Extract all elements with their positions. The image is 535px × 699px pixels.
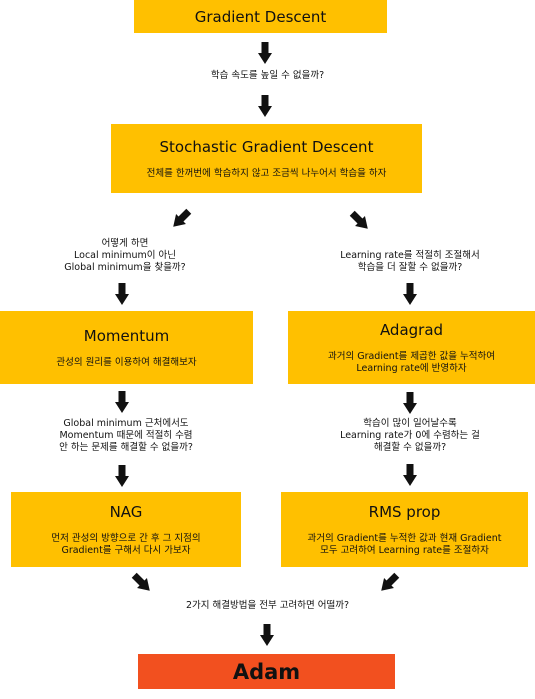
nag-box: NAG 먼저 관성의 방향으로 간 후 그 지점의 Gradient를 구해서 … xyxy=(11,492,241,567)
gradient-descent-title: Gradient Descent xyxy=(194,7,327,26)
arrow-down-icon xyxy=(403,464,417,486)
arrow-down-icon xyxy=(258,42,272,64)
momentum-box: Momentum 관성의 원리를 이용하여 해결해보자 xyxy=(0,311,253,384)
adam-title: Adam xyxy=(232,659,301,684)
question-combine: 2가지 해결방법을 전부 고려하면 어떨까? xyxy=(185,600,349,611)
nag-title: NAG xyxy=(109,502,143,521)
momentum-desc: 관성의 원리를 이용하여 해결해보자 xyxy=(56,356,197,368)
gradient-descent-box: Gradient Descent xyxy=(134,0,387,33)
sgd-box: Stochastic Gradient Descent 전체를 한꺼번에 학습하… xyxy=(111,124,422,193)
question-learning-rate-decay: 학습이 많이 일어날수록 Learning rate가 0에 수렴하는 걸 해결… xyxy=(340,418,480,453)
adagrad-box: Adagrad 과거의 Gradient를 제곱한 값을 누적하여 Learni… xyxy=(288,311,535,384)
question-learning-speed: 학습 속도를 높일 수 없을까? xyxy=(210,70,325,81)
arrow-down-icon xyxy=(115,391,129,413)
adam-box: Adam xyxy=(138,654,395,689)
adagrad-title: Adagrad xyxy=(379,320,444,339)
question-global-minimum: 어떻게 하면 Local minimum이 아닌 Global minimum을… xyxy=(64,238,186,273)
arrow-down-icon xyxy=(403,283,417,305)
sgd-title: Stochastic Gradient Descent xyxy=(159,137,374,156)
arrow-down-left-icon xyxy=(381,572,400,591)
rmsprop-desc: 과거의 Gradient를 누적한 값과 현재 Gradient 모두 고려하여… xyxy=(307,532,502,556)
rmsprop-title: RMS prop xyxy=(368,502,441,521)
arrow-down-icon xyxy=(115,283,129,305)
arrow-down-left-icon xyxy=(173,208,192,227)
arrow-down-icon xyxy=(403,392,417,414)
question-learning-rate: Learning rate를 적절히 조절해서 학습을 더 잘할 수 없을까? xyxy=(340,250,480,273)
arrow-down-right-icon xyxy=(349,210,368,229)
arrow-down-icon xyxy=(258,95,272,117)
nag-desc: 먼저 관성의 방향으로 간 후 그 지점의 Gradient를 구해서 다시 가… xyxy=(51,532,201,556)
adagrad-desc: 과거의 Gradient를 제곱한 값을 누적하여 Learning rate에… xyxy=(327,350,496,374)
momentum-title: Momentum xyxy=(83,326,170,345)
arrow-down-right-icon xyxy=(131,572,150,591)
sgd-desc: 전체를 한꺼번에 학습하지 않고 조금씩 나누어서 학습을 하자 xyxy=(146,167,387,179)
rmsprop-box: RMS prop 과거의 Gradient를 누적한 값과 현재 Gradien… xyxy=(281,492,528,567)
question-momentum-convergence: Global minimum 근처에서도 Momentum 때문에 적절히 수렴… xyxy=(59,418,193,453)
arrow-down-icon xyxy=(115,465,129,487)
arrow-down-icon xyxy=(260,624,274,646)
